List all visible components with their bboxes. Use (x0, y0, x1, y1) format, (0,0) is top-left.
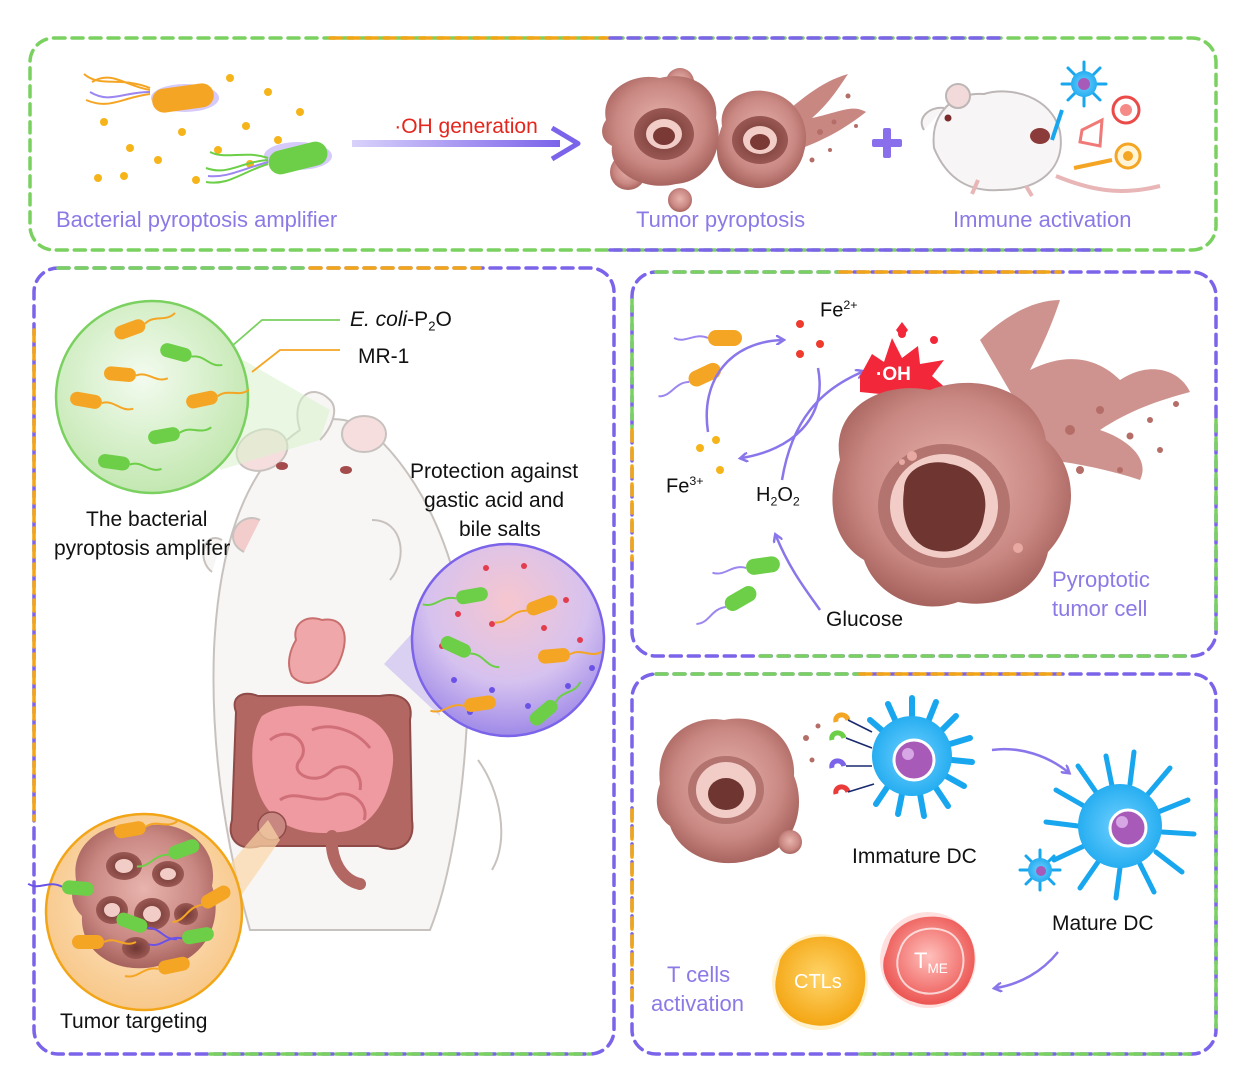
t-cell-activation-arrow (996, 951, 1059, 988)
label-protection-line1: Protection against (410, 460, 579, 483)
label-ecoli-tail: O (435, 308, 452, 331)
label-h2o2: H2O2 (756, 484, 800, 508)
bottom-tumor-cell (656, 718, 821, 864)
label-ctls: CTLs (794, 971, 842, 993)
label-ecoli-sub: 2 (428, 318, 436, 334)
panel-borders (28, 36, 1218, 1056)
mid-bacteria-orange-pair (658, 330, 742, 398)
fe2-dots (796, 320, 824, 358)
dc-small-top (1060, 60, 1108, 108)
bacteria-zoom-purple (410, 542, 606, 738)
mid-bacteria-green-pair (696, 556, 780, 625)
top-bacteria-group (83, 73, 332, 184)
immature-dc (867, 695, 975, 819)
plus-icon (872, 128, 902, 158)
tumor-zoom-orange (27, 812, 244, 1012)
bottom-panel-orange-accent (630, 672, 1062, 1002)
dc-maturation-arrow (991, 747, 1068, 772)
label-mr1: MR-1 (358, 345, 410, 368)
ctl-cell (772, 934, 868, 1030)
zoom-cone-orange (230, 820, 280, 900)
label-amplifier-line1: The bacterial (86, 508, 208, 531)
fenton-cycle-arrows (705, 340, 862, 611)
label-h2o2-b: O (777, 484, 793, 506)
label-fe2: Fe2+ (820, 298, 857, 322)
top-tumor-cells (602, 68, 866, 212)
label-protection-line2: gastic acid and (424, 489, 565, 512)
label-tumor-targeting: Tumor targeting (60, 1010, 208, 1033)
immune-cells-icon (1050, 60, 1142, 170)
mid-panel-orange-accent (630, 270, 1062, 562)
top-panel-purple-accent (608, 36, 1102, 252)
label-h2o2-a: H (756, 484, 771, 506)
label-ecoli-rest: -P (407, 308, 429, 331)
small-dc (1018, 848, 1062, 892)
intestine-organ (229, 617, 414, 890)
mature-dc (1043, 749, 1197, 901)
ecoli-leader-line (231, 319, 340, 347)
label-tme-base: T (914, 948, 928, 973)
zoom-bacteria-green-set (70, 312, 250, 471)
label-immune-activation: Immune activation (953, 207, 1132, 232)
left-panel-green-accent (56, 266, 592, 1056)
mid-panel-green-accent (630, 270, 1218, 658)
top-panel-border (28, 36, 1218, 252)
label-fe3-sup: 3+ (689, 474, 704, 488)
label-ecoli-italic: E. coli (350, 308, 408, 331)
bottom-panel-green-accent (654, 672, 1218, 1056)
label-pyroptotic-line2: tumor cell (1052, 596, 1148, 621)
antigen-receptors (829, 712, 875, 795)
mr1-leader-line (251, 349, 340, 373)
label-tcells-line2: activation (651, 991, 744, 1016)
label-amplifier-line2: pyroptosis amplifer (54, 537, 231, 560)
label-ecoli-p2o: E. coli-P2O (350, 308, 452, 334)
green-bacterium-top (205, 141, 332, 184)
label-tcells-line1: T cells (667, 962, 731, 987)
label-immature-dc: Immature DC (852, 845, 977, 868)
label-fe3-base: Fe (666, 475, 690, 498)
label-fe2-base: Fe (820, 299, 844, 322)
label-tme: TME (914, 948, 948, 976)
left-panel-orange-accent (32, 266, 482, 822)
label-fe3: Fe3+ (666, 474, 703, 498)
label-tme-sub: ME (927, 960, 948, 976)
label-pyroptotic-line1: Pyroptotic (1052, 567, 1150, 592)
bacteria-zoom-green (54, 299, 250, 495)
label-h2o2-sub2: 2 (792, 494, 800, 509)
label-protection-line3: bile salts (459, 518, 541, 541)
oh-generation-label: ·OH generation (394, 115, 538, 138)
label-mature-dc: Mature DC (1052, 912, 1154, 935)
label-h2o2-sub1: 2 (770, 494, 778, 509)
oh-generation-arrow (352, 125, 581, 162)
mouse-top-icon (920, 83, 1161, 198)
label-glucose: Glucose (826, 608, 904, 631)
label-tumor-pyroptosis: Tumor pyroptosis (636, 207, 806, 232)
label-oh-radical: ·OH (876, 364, 911, 385)
orange-bacterium-top (83, 73, 219, 113)
fe3-dots (696, 436, 724, 474)
label-bacterial-amplifier: Bacterial pyroptosis amplifier (56, 207, 338, 232)
tme-cell (880, 912, 976, 1008)
label-fe2-sup: 2+ (843, 298, 858, 312)
pyroptotic-tumor-cell (832, 300, 1190, 607)
